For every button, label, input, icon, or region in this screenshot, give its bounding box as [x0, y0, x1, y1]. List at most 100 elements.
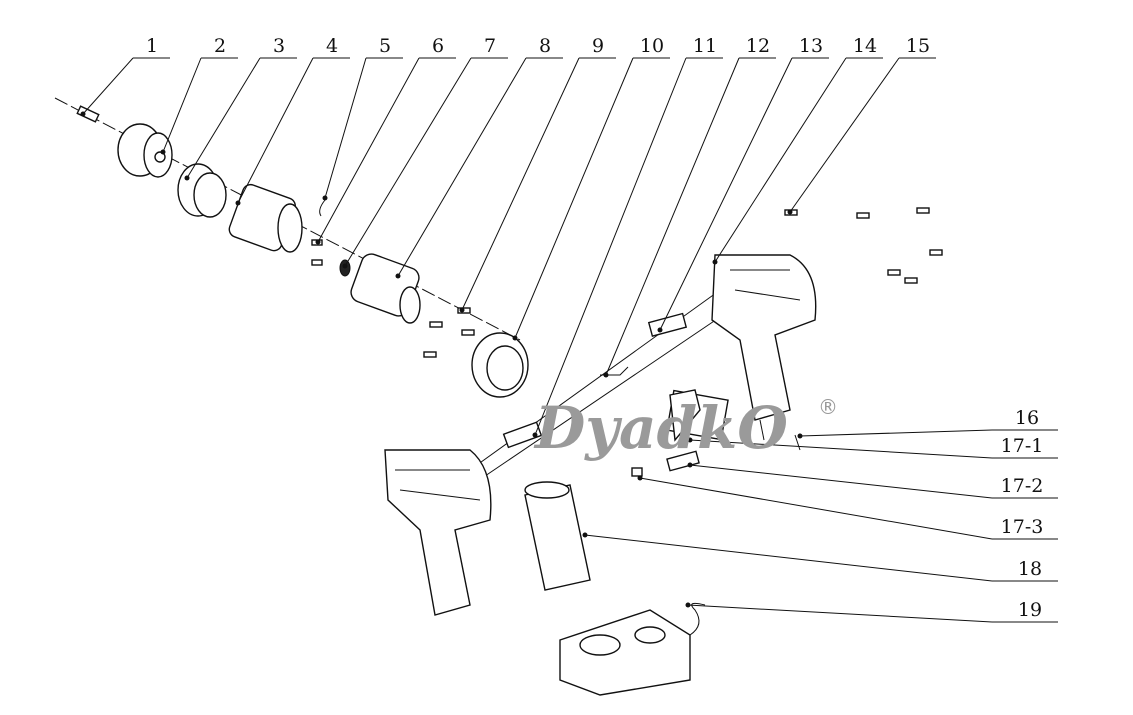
callout-right-2: 17-2 — [687, 462, 1058, 499]
leader-dot — [787, 209, 793, 215]
leader-dot — [395, 273, 401, 279]
leader-dot — [797, 433, 803, 439]
leader-line — [584, 534, 993, 582]
leader-line — [687, 604, 993, 623]
callout-9: 9 — [459, 35, 616, 313]
callout-label: 1 — [146, 35, 158, 57]
leader-dot — [532, 432, 538, 438]
callout-10: 10 — [512, 35, 670, 341]
registered-mark: ® — [818, 395, 838, 419]
leader-dot — [322, 195, 328, 201]
leader-line — [714, 57, 847, 263]
callout-14: 14 — [712, 35, 883, 265]
part-17-2-plate — [666, 450, 700, 472]
leader-line — [397, 57, 527, 277]
leader-dot — [315, 239, 321, 245]
leader-line — [639, 477, 993, 540]
callout-right-5: 19 — [685, 599, 1058, 623]
leader-line — [534, 57, 687, 436]
callout-1: 1 — [80, 35, 170, 117]
callout-label: 16 — [1015, 407, 1039, 429]
callout-label: 3 — [273, 35, 285, 57]
leader-dot — [184, 175, 190, 181]
leader-line — [659, 57, 793, 331]
callout-label: 12 — [746, 35, 770, 57]
callout-label: 17-1 — [1001, 435, 1044, 457]
leader-dot — [582, 532, 588, 538]
leader-dot — [342, 263, 348, 269]
callout-4: 4 — [235, 35, 350, 206]
part-17-1-switch — [666, 389, 729, 442]
leader-line — [317, 57, 420, 243]
leader-dot — [687, 437, 693, 443]
callout-5: 5 — [322, 35, 403, 201]
part-13-direction-button — [647, 312, 688, 338]
callout-label: 14 — [853, 35, 877, 57]
callout-12: 12 — [603, 35, 776, 378]
watermark-logo: DyadkO — [533, 394, 788, 462]
leader-dot — [687, 462, 693, 468]
leader-dot — [685, 602, 691, 608]
callout-label: 5 — [379, 35, 391, 57]
part-10-motor-holder — [471, 332, 529, 398]
callout-label: 11 — [693, 35, 717, 57]
leader-line — [186, 57, 261, 179]
part-5-clip — [319, 199, 326, 217]
leader-dot — [160, 149, 166, 155]
part-11-switch-plate — [502, 421, 543, 449]
leader-dot — [657, 327, 663, 333]
part-1-screw — [76, 105, 100, 123]
leader-line — [82, 57, 134, 115]
leader-dot — [637, 475, 643, 481]
callout-label: 10 — [640, 35, 664, 57]
callout-13: 13 — [657, 35, 829, 333]
leader-line — [605, 57, 740, 376]
callout-right-0: 16 — [797, 407, 1058, 439]
leader-dot — [235, 200, 241, 206]
callout-label: 2 — [214, 35, 226, 57]
callout-right-3: 17-3 — [637, 475, 1058, 540]
part-19-charger — [559, 602, 706, 696]
leader-dot — [603, 372, 609, 378]
callout-2: 2 — [160, 35, 238, 155]
part-16-pins — [759, 419, 801, 451]
leader-line — [789, 57, 900, 213]
callout-label: 6 — [432, 35, 444, 57]
callout-6: 6 — [315, 35, 456, 245]
part-2-chuck — [117, 123, 173, 178]
callout-8: 8 — [395, 35, 563, 279]
leader-line — [689, 464, 993, 499]
callout-label: 19 — [1018, 599, 1042, 621]
part-3-clutch-ring — [177, 163, 227, 218]
callout-label: 15 — [906, 35, 930, 57]
leader-line — [799, 429, 993, 437]
part-14-right-housing — [711, 254, 817, 421]
part-9-screws — [423, 307, 475, 358]
callout-3: 3 — [184, 35, 297, 181]
callout-label: 8 — [539, 35, 551, 57]
callout-7: 7 — [342, 35, 508, 269]
leader-line — [162, 57, 202, 153]
callout-15: 15 — [787, 35, 936, 215]
callout-label: 18 — [1018, 558, 1042, 580]
callout-right-4: 18 — [582, 532, 1058, 582]
leader-dot — [459, 307, 465, 313]
leader-line — [514, 57, 634, 339]
callout-label: 13 — [799, 35, 823, 57]
leader-line — [324, 57, 367, 199]
callout-label: 9 — [592, 35, 604, 57]
part-17-3-led — [631, 467, 643, 477]
part-left-housing — [384, 449, 492, 616]
callout-label: 4 — [326, 35, 338, 57]
part-4-gearbox — [228, 183, 303, 253]
leader-dot — [80, 111, 86, 117]
callout-label: 17-3 — [1001, 516, 1044, 538]
callout-label: 17-2 — [1001, 475, 1044, 497]
part-8-motor — [350, 253, 421, 324]
leader-dot — [712, 259, 718, 265]
leader-line — [461, 57, 580, 311]
callout-right-1: 17-1 — [687, 435, 1058, 459]
right-callouts: 16 17-1 17-2 17-3 18 19 — [582, 407, 1058, 623]
